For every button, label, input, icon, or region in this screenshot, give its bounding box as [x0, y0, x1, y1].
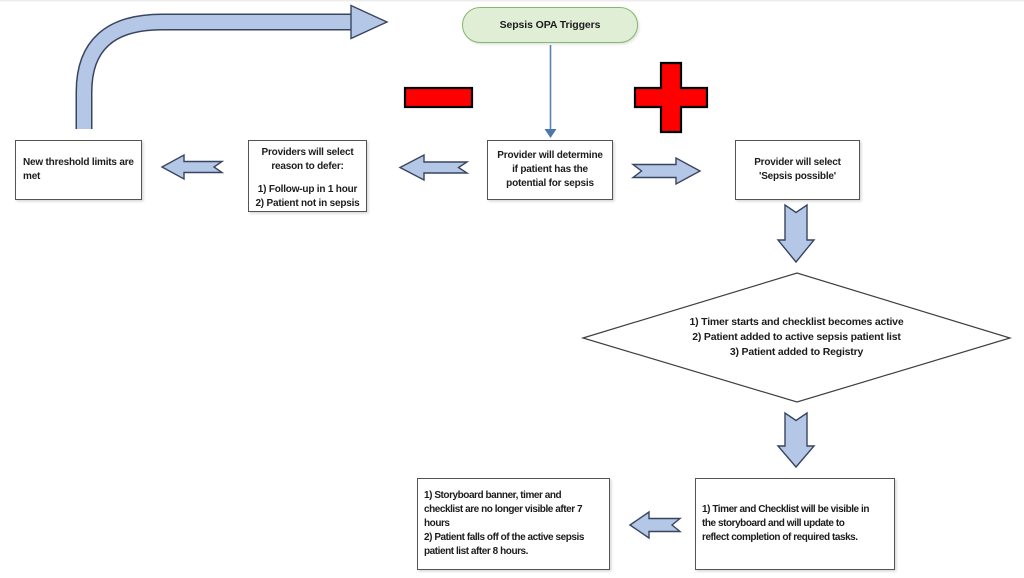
curved-return-arrowhead: [350, 4, 389, 40]
curved-return-arrow-band: [77, 15, 353, 129]
box-text-line: if patient has the: [512, 164, 588, 175]
box-text-line: New threshold limits are: [23, 157, 134, 168]
flow-arrow-activation-to-visible: [776, 411, 816, 469]
box-provider-determine: Provider will determine if patient has t…: [487, 140, 613, 200]
box-text-line: reflect completion of required tasks.: [702, 532, 858, 543]
flow-arrow-select-to-activation: [776, 203, 816, 264]
box-text-line: reason to defer:: [271, 161, 344, 172]
activation-diamond-text: 1) Timer starts and checklist becomes ac…: [583, 273, 1010, 402]
diamond-text-line: 2) Patient added to active sepsis patien…: [692, 331, 901, 343]
flow-arrow-defer-to-threshold: [160, 153, 225, 181]
box-text-line: Providers will select: [261, 147, 354, 158]
box-text-line: 2) Patient falls off of the active sepsi…: [424, 532, 584, 543]
start-connector-arrowhead: [544, 129, 557, 138]
box-text-line: patient list after 8 hours.: [424, 546, 528, 557]
flow-arrow-visible-to-timeout: [628, 510, 682, 540]
box-text-line: 1) Timer and Checklist will be visible i…: [702, 504, 869, 515]
box-storyboard-timeout: 1) Storyboard banner, timer and checklis…: [417, 478, 610, 570]
box-text-line: 1) Follow-up in 1 hour: [257, 184, 358, 195]
curved-return-arrow: [75, 4, 389, 129]
curved-return-arrow-outline: [75, 13, 353, 129]
flow-arrow-determine-to-select: [630, 156, 702, 186]
diamond-text-line: 1) Timer starts and checklist becomes ac…: [689, 316, 904, 328]
box-text-line: the storyboard and will update to: [702, 518, 845, 529]
box-text-line: 'Sepsis possible': [759, 171, 836, 182]
box-select-sepsis-possible: Provider will select 'Sepsis possible': [735, 140, 860, 200]
box-text-line: Provider will determine: [497, 150, 603, 161]
start-node-label: Sepsis OPA Triggers: [499, 19, 601, 31]
box-new-threshold-limits: New threshold limits are met: [15, 140, 142, 200]
box-storyboard-visible: 1) Timer and Checklist will be visible i…: [695, 478, 895, 570]
box-text-line: Provider will select: [754, 157, 841, 168]
flow-arrow-determine-to-defer: [398, 153, 470, 182]
minus-sign-icon: [403, 86, 474, 109]
start-connector: [544, 45, 557, 138]
box-text-line: potential for sepsis: [506, 178, 594, 189]
box-text-line: checklist are no longer visible after 7: [424, 504, 583, 515]
plus-sign-icon: [633, 61, 709, 134]
box-text-line: 1) Storyboard banner, timer and: [424, 490, 562, 501]
diamond-text-line: 3) Patient added to Registry: [729, 346, 864, 358]
top-edge-divider: [0, 0, 1024, 2]
box-text-line: hours: [424, 518, 450, 529]
box-defer-reasons: Providers will select reason to defer: 1…: [248, 140, 367, 212]
box-text-line: 2) Patient not in sepsis: [255, 198, 360, 209]
box-text-line: met: [23, 171, 41, 182]
start-node-sepsis-opa-triggers: Sepsis OPA Triggers: [462, 7, 638, 43]
activation-diamond-shape: [580, 272, 1013, 403]
